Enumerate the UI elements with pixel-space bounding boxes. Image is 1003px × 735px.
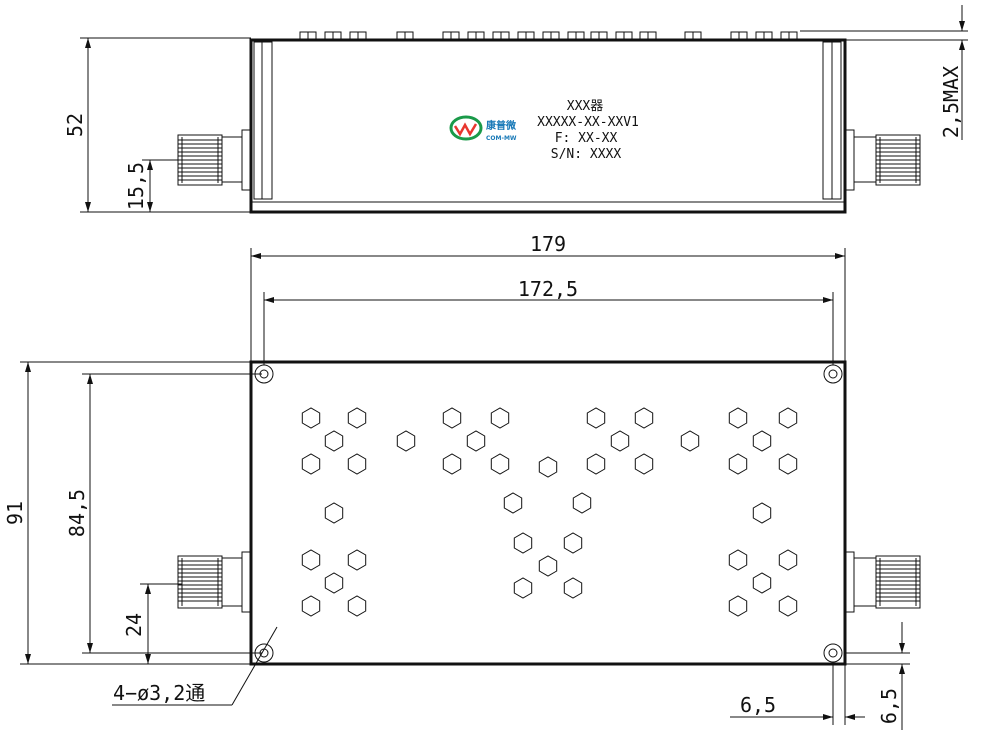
svg-text:172,5: 172,5 [518, 277, 578, 301]
tuning-screw [347, 549, 367, 571]
left-connector-top [177, 551, 252, 613]
left-connector-side [177, 129, 252, 191]
side-body [249, 38, 847, 214]
dim-hole-edge-x: 6,5 [730, 664, 865, 725]
tuning-screw [324, 430, 344, 452]
tuning-screw [752, 572, 772, 594]
tuning-screw [728, 407, 748, 429]
dim-hole-edge-y: 6,5 [845, 622, 910, 730]
svg-text:2,5MAX: 2,5MAX [939, 66, 963, 138]
company-logo: 康普微 COM-MW [449, 115, 517, 142]
tuning-screw [728, 549, 748, 571]
dim-connector-height: 15,5 [124, 159, 182, 212]
tuning-screw [301, 595, 321, 617]
svg-text:52: 52 [63, 113, 87, 137]
tuning-screw [466, 430, 486, 452]
tuning-screw [680, 430, 700, 452]
right-connector-side [844, 129, 921, 191]
tuning-screw [538, 555, 558, 577]
svg-text:179: 179 [530, 232, 566, 256]
svg-text:91: 91 [3, 501, 27, 525]
tuning-screw [634, 453, 654, 475]
tuning-screw [586, 407, 606, 429]
hole-callout: 4−ø3,2通 [112, 626, 278, 706]
tuning-screw [563, 532, 583, 554]
dim-height: 52 [63, 37, 251, 213]
tuning-screw [513, 532, 533, 554]
tuning-screw [728, 453, 748, 475]
svg-text:4−ø3,2通: 4−ø3,2通 [113, 681, 205, 705]
tuning-screw [301, 453, 321, 475]
logo-brand-cn: 康普微 [486, 119, 517, 132]
tuning-screw [563, 577, 583, 599]
label-line-1: XXX器 [567, 99, 603, 114]
tuning-screw [752, 502, 772, 524]
label-line-4: S/N: XXXX [551, 147, 622, 162]
svg-text:24: 24 [122, 613, 146, 637]
dim-hole-spacing-width: 84,5 [65, 373, 262, 654]
tuning-screws [301, 407, 798, 617]
tuning-screw [572, 492, 592, 514]
right-connector-top [844, 551, 921, 613]
tuning-screw [490, 453, 510, 475]
svg-text:6,5: 6,5 [740, 693, 776, 717]
logo-brand-en: COM-MW [486, 135, 517, 142]
dim-cover-max: 2,5MAX [800, 5, 968, 140]
svg-text:84,5: 84,5 [65, 489, 89, 537]
top-body [249, 360, 847, 666]
side-view: 康普微 COM-MW XXX器 XXXXX-XX-XXV1 F: XX-XX S… [63, 5, 968, 214]
tuning-screw [778, 595, 798, 617]
dim-overall-length: 179 [250, 232, 846, 362]
left-end-plate [253, 41, 273, 200]
dim-hole-spacing-length: 172,5 [263, 277, 834, 365]
svg-text:15,5: 15,5 [124, 162, 148, 210]
tuning-screw [513, 577, 533, 599]
tuning-screw [752, 430, 772, 452]
label-line-3: F: XX-XX [555, 131, 618, 146]
tuning-screw [778, 407, 798, 429]
tuning-screw [778, 549, 798, 571]
svg-text:6,5: 6,5 [877, 688, 901, 724]
dim-overall-width: 91 [3, 361, 251, 665]
tuning-screw [442, 453, 462, 475]
tuning-screw [347, 453, 367, 475]
tuning-screw [324, 502, 344, 524]
tuning-screw [538, 456, 558, 478]
tuning-screw [347, 595, 367, 617]
tuning-screw [396, 430, 416, 452]
tuning-screw [347, 407, 367, 429]
tuning-screw [586, 453, 606, 475]
tuning-screw [301, 407, 321, 429]
tuning-screw [634, 407, 654, 429]
tuning-screw [778, 453, 798, 475]
tuning-screw [728, 595, 748, 617]
tuning-screw [490, 407, 510, 429]
label-line-2: XXXXX-XX-XXV1 [537, 115, 639, 130]
tuning-screw [442, 407, 462, 429]
dim-connector-offset: 24 [122, 583, 182, 664]
tuning-screw [610, 430, 630, 452]
tuning-screw [324, 572, 344, 594]
top-view: 179 172,5 91 84,5 [3, 232, 921, 730]
tuning-screw [503, 492, 523, 514]
tuning-screw [301, 549, 321, 571]
